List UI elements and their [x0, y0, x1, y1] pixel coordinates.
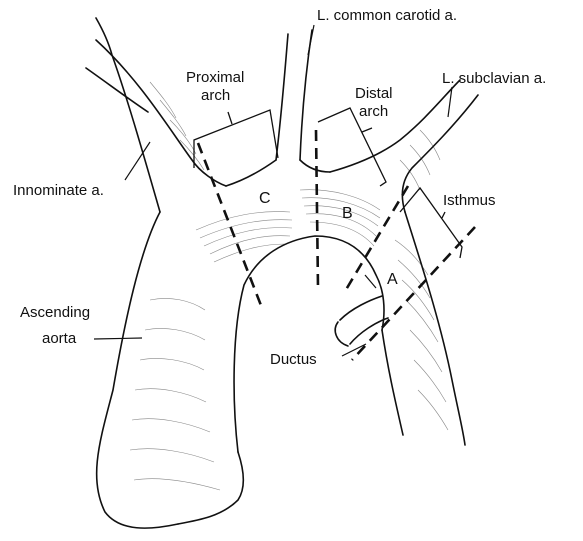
carotid-right-wall: [300, 30, 312, 160]
carotid-base: [226, 160, 276, 186]
ductus-end: [335, 322, 348, 346]
inner-curve: [234, 236, 384, 452]
label-ascending-2: aorta: [42, 330, 77, 347]
innominate-leader: [125, 142, 150, 180]
segment-c-label: C: [259, 190, 271, 207]
label-ascending-1: Ascending: [20, 304, 90, 321]
isthmus-boundary: [352, 227, 475, 360]
innominate-branch: [86, 68, 148, 112]
innominate-left-wall: [96, 18, 160, 212]
label-isthmus: Isthmus: [443, 192, 496, 209]
proximal-arch-bracket: [194, 110, 278, 168]
label-innominate: Innominate a.: [13, 182, 104, 199]
label-distal-arch-1: Distal: [355, 85, 393, 102]
ductus-upper: [340, 296, 382, 320]
labels: L. common carotid a. Proximal arch Dista…: [13, 7, 546, 368]
ascending-leader: [94, 338, 142, 339]
leader-lines: [94, 25, 452, 356]
distal-arch-boundary: [316, 130, 318, 288]
arch-top-mid: [300, 160, 330, 172]
carotid-leader: [308, 25, 314, 55]
label-ductus: Ductus: [270, 351, 317, 368]
subclavian-boundary: [344, 186, 408, 293]
carotid-left-wall: [276, 34, 288, 160]
segment-b-label: B: [342, 205, 353, 222]
label-distal-arch-2: arch: [359, 103, 388, 120]
label-l-common-carotid: L. common carotid a.: [317, 7, 457, 24]
ascending-aorta-left-wall: [97, 212, 178, 528]
label-proximal-arch-2: arch: [201, 87, 230, 104]
shading: [130, 82, 448, 490]
descending-left-wall: [382, 330, 403, 435]
vessel-outlines: [86, 18, 478, 528]
segment-a-leader: [365, 275, 376, 288]
segment-a-label: A: [387, 271, 398, 288]
subclavian-left-wall: [330, 80, 460, 172]
label-l-subclavian: L. subclavian a.: [442, 70, 546, 87]
ascending-aorta-bottom: [178, 452, 243, 524]
label-proximal-arch-1: Proximal: [186, 69, 244, 86]
